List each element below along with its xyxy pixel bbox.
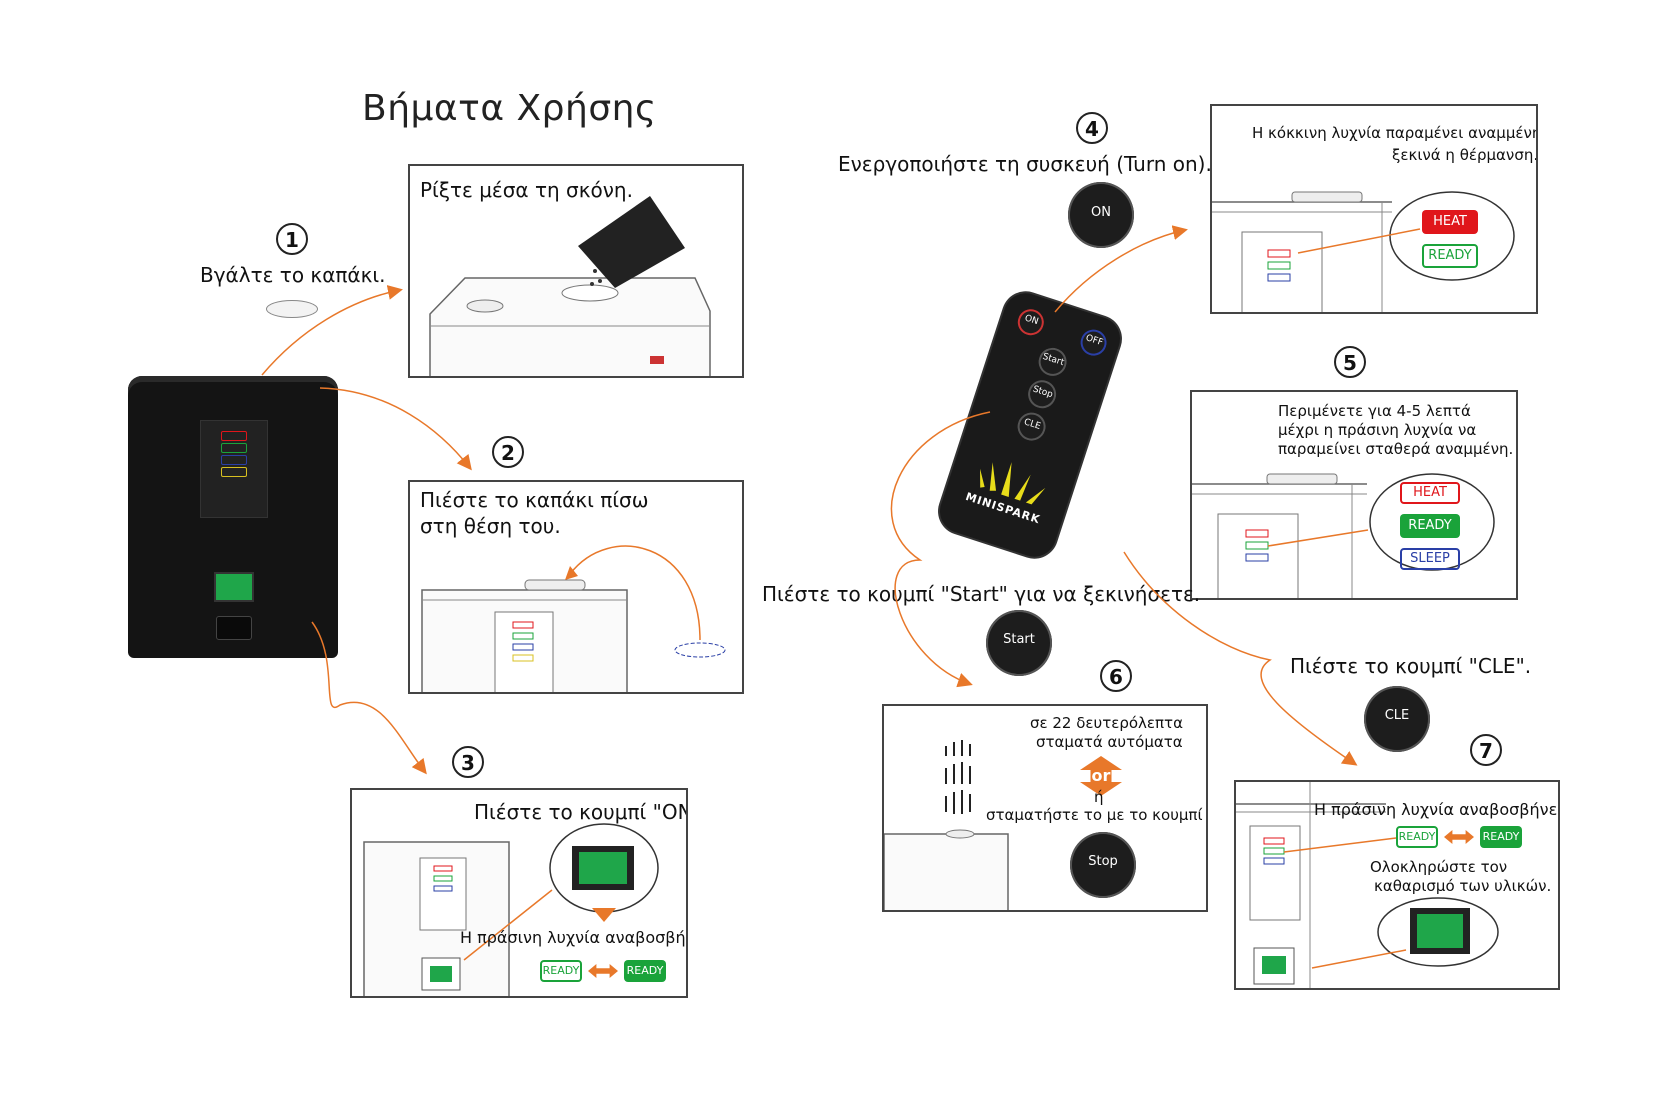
step-5-panel-text-3: παραμείνει σταθερά αναμμένη.: [1278, 440, 1514, 458]
step-3-ready-lamp-off: READY: [540, 960, 582, 982]
step-7-ready-lamp-on: READY: [1480, 826, 1522, 848]
heating-illustration: [1212, 191, 1515, 312]
step-3-panel: Πιέστε το κουμπί "ON" Η πράσινη λυχνία α…: [350, 788, 688, 998]
arrow-remote-to-step7: [1123, 551, 1358, 766]
step-2-panel-text-1: Πιέστε το καπάκι πίσω: [420, 488, 649, 512]
step-6-caption: Πιέστε το κουμπί "Start" για να ξεκινήσε…: [762, 582, 1201, 606]
stop-button-illustration: Stop: [1070, 832, 1136, 898]
step-7-ready-lamp-off: READY: [1396, 826, 1438, 848]
power-on-illustration: [363, 823, 659, 996]
arrow-device-to-step3: [311, 621, 427, 775]
start-button-illustration: Start: [986, 610, 1052, 676]
step-7-caption: Πιέστε το κουμπί "CLE".: [1290, 654, 1532, 678]
step-5-panel-text-1: Περιμένετε για 4-5 λεπτά: [1278, 402, 1471, 420]
step-4-heat-lamp: HEAT: [1422, 210, 1478, 234]
step-5-panel: Περιμένετε για 4-5 λεπτά μέχρι η πράσινη…: [1190, 390, 1518, 600]
step-4-caption: Ενεργοποιήστε τη συσκευή (Turn on).: [838, 152, 1212, 176]
powder-illustration: [429, 196, 711, 376]
step-2-panel-text-2: στη θέση του.: [420, 514, 561, 538]
device-power-socket: [216, 616, 252, 640]
arrow-remote-to-step4: [1054, 225, 1188, 313]
step-5-ready-lamp: READY: [1400, 514, 1460, 538]
step-6-panel: σε 22 δευτερόλεπτα σταματά αυτόματα or ή…: [882, 704, 1208, 912]
step-4-number: 4: [1076, 112, 1108, 144]
device-illustration: [128, 376, 338, 658]
device-power-switch: [214, 572, 254, 602]
step-5-panel-text-2: μέχρι η πράσινη λυχνία να: [1278, 421, 1477, 439]
step-3-blink-text: Η πράσινη λυχνία αναβοσβήνει.: [460, 928, 686, 947]
step-1-panel: Ρίξτε μέσα τη σκόνη.: [408, 164, 744, 378]
step-3-panel-text: Πιέστε το κουμπί "ON": [474, 800, 688, 824]
step-6-text-2: σταματά αυτόματα: [1036, 733, 1183, 751]
step-6-text-1: σε 22 δευτερόλεπτα: [1030, 714, 1183, 732]
remote-control: ON OFF Start Stop CLE MINISPARK: [934, 287, 1126, 563]
step-2-number: 2: [492, 436, 524, 468]
device-lamp-panel: [200, 420, 268, 518]
step-4-panel-text-2: ξεκινά η θέρμανση.: [1392, 146, 1538, 164]
steam-illustration: [884, 740, 1009, 910]
arrow-step1-to-panel1: [261, 285, 403, 376]
step-2-panel: Πιέστε το καπάκι πίσω στη θέση του.: [408, 480, 744, 694]
step-7-text-2: Ολοκληρώστε τον: [1370, 858, 1508, 876]
step-6-number: 6: [1100, 660, 1132, 692]
step-3-number: 3: [452, 746, 484, 778]
blink-arrow-icon-2: [1444, 830, 1474, 844]
page-title: Βήματα Χρήσης: [362, 88, 657, 129]
step-5-number: 5: [1334, 346, 1366, 378]
step-3-ready-lamp-on: READY: [624, 960, 666, 982]
step-5-heat-lamp: HEAT: [1400, 482, 1460, 504]
step-4-panel: Η κόκκινη λυχνία παραμένει αναμμένη ξεκι…: [1210, 104, 1538, 314]
cap-return-illustration: [421, 545, 726, 692]
step-7-text-1: Η πράσινη λυχνία αναβοσβήνει.: [1314, 800, 1560, 819]
step-1-caption: Βγάλτε το καπάκι.: [200, 263, 386, 287]
step-4-ready-lamp: READY: [1422, 244, 1478, 268]
step-6-text-3: σταματήστε το με το κουμπί STOP: [986, 806, 1206, 824]
step-7-text-3: καθαρισμό των υλικών.: [1374, 877, 1552, 895]
cap-illustration: [266, 300, 318, 318]
on-button-illustration: ON: [1068, 182, 1134, 248]
step-1-number: 1: [276, 223, 308, 255]
brand-logo-icon: [980, 462, 1046, 505]
step-1-panel-text: Ρίξτε μέσα τη σκόνη.: [420, 178, 633, 202]
step-4-panel-text-1: Η κόκκινη λυχνία παραμένει αναμμένη: [1252, 124, 1538, 142]
cle-button-illustration: CLE: [1364, 686, 1430, 752]
step-7-panel: Η πράσινη λυχνία αναβοσβήνει. READY READ…: [1234, 780, 1560, 990]
blink-arrow-icon: [588, 964, 618, 978]
arrow-remote-to-step6: [890, 411, 991, 688]
step-7-number: 7: [1470, 734, 1502, 766]
step-5-sleep-lamp: SLEEP: [1400, 548, 1460, 570]
step-6-eta: ή: [1094, 788, 1104, 806]
arrow-device-to-step2: [319, 387, 472, 471]
cleaning-illustration: [1236, 782, 1499, 988]
step-6-or: or: [1091, 766, 1111, 785]
